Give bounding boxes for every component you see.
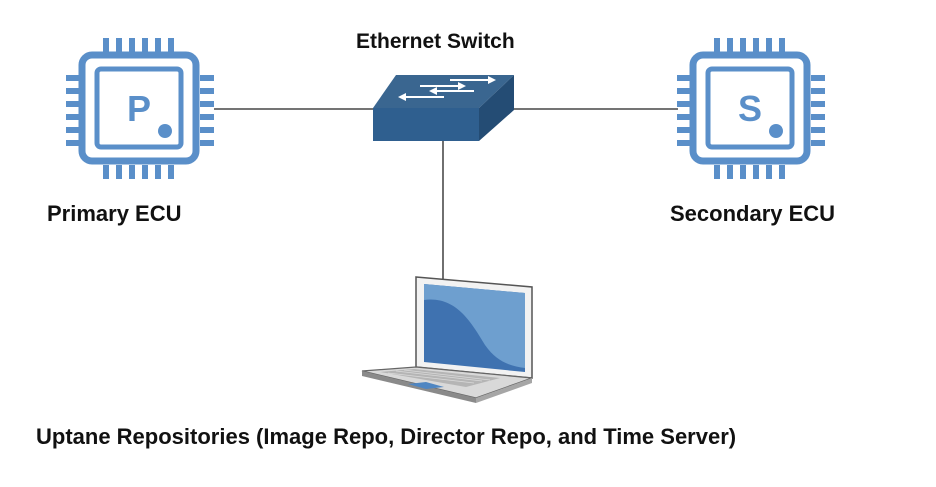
primary-ecu-label: Primary ECU (47, 201, 182, 226)
connections (214, 108, 678, 280)
cpu-chip-icon (66, 38, 214, 179)
switch-label: Ethernet Switch (356, 30, 515, 53)
repositories-label: Uptane Repositories (Image Repo, Directo… (36, 424, 737, 449)
primary-chip-letter: P (127, 88, 151, 129)
cpu-chip-icon (677, 38, 825, 179)
network-switch-icon (373, 75, 514, 141)
laptop-icon (361, 276, 533, 403)
secondary-ecu-label: Secondary ECU (670, 201, 836, 226)
secondary-chip-letter: S (738, 88, 762, 129)
